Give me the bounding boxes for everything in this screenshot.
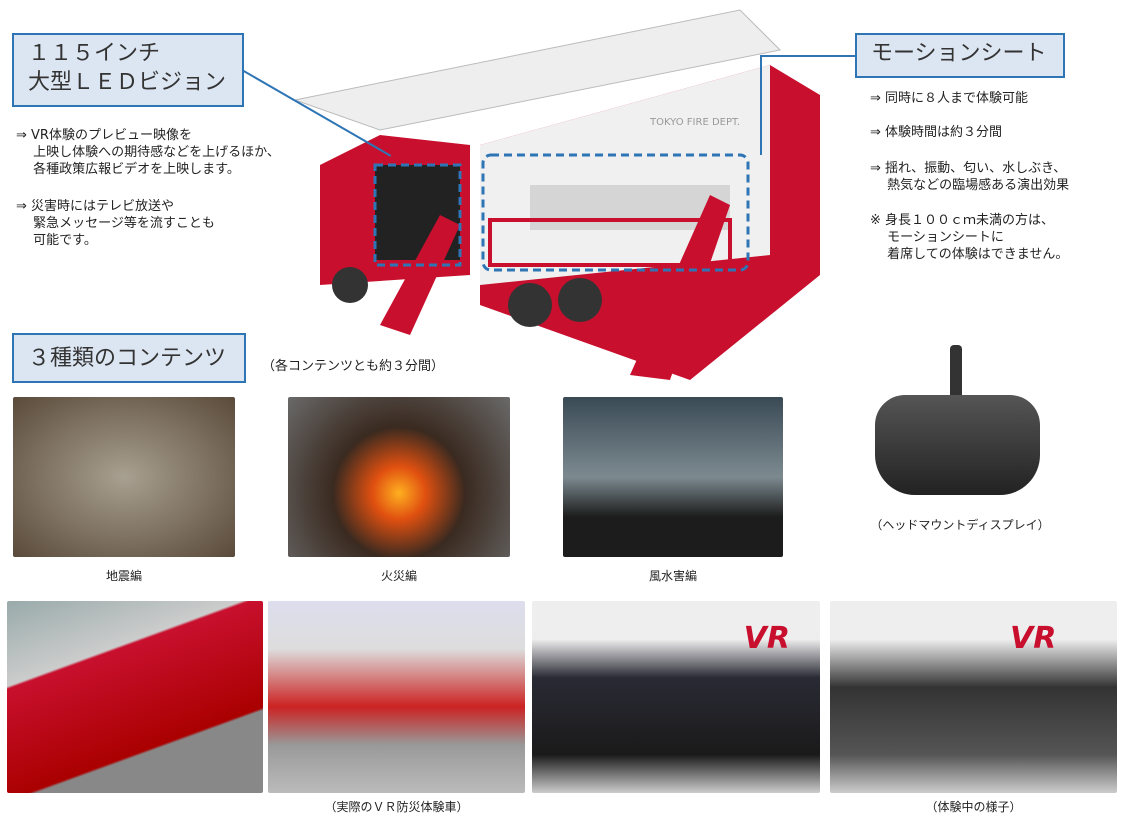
seat-note: ⇒ 揺れ、振動、匂い、水しぶき、 熱気などの臨場感ある演出効果 [870, 161, 1070, 193]
truck-photo [7, 601, 263, 793]
vr-truck-illustration: TOKYO FIRE DEPT. [290, 5, 830, 380]
motion-seat-box: モーションシート [855, 33, 1065, 78]
fire-image [288, 397, 510, 557]
experience-photo: VR [830, 601, 1117, 793]
connector-line [760, 55, 855, 57]
led-note: ⇒ 災害時にはテレビ放送や 緊急メッセージ等を流すことも 可能です。 [16, 199, 215, 248]
motion-seat-title: モーションシート [871, 41, 1047, 66]
led-title-1: １１５インチ [28, 41, 161, 66]
led-note: ⇒ VR体験のプレビュー映像を 上映し体験への期待感などを上げるほか、 各種政策… [16, 128, 280, 177]
led-title-2: 大型ＬＥＤビジョン [28, 70, 227, 95]
truck-photo-caption: （実際のＶＲ防災体験車） [324, 800, 469, 814]
seat-note: ※ 身長１００ｃｍ未満の方は、 モーションシートに 着席しての体験はできません。 [870, 213, 1069, 262]
led-vision-box: １１５インチ 大型ＬＥＤビジョン [12, 33, 244, 107]
connector-line [760, 55, 762, 155]
head-mounted-display-image [870, 345, 1045, 500]
fire-caption: 火災編 [380, 569, 417, 583]
seat-note: ⇒ 同時に８人まで体験可能 [870, 91, 1029, 106]
flood-caption: 風水害編 [648, 569, 697, 583]
motion-seats-photo: VR [532, 601, 820, 793]
truck-open-photo [268, 601, 525, 793]
contents-title: ３種類のコンテンツ [28, 346, 227, 371]
vr-logo: VR [743, 621, 790, 656]
experience-caption: （体験中の様子） [925, 800, 1022, 814]
hmd-caption: （ヘッドマウントディスプレイ） [870, 518, 1050, 532]
flood-image [563, 397, 783, 557]
earthquake-image [13, 397, 235, 557]
earthquake-caption: 地震編 [105, 569, 142, 583]
contents-box: ３種類のコンテンツ [12, 333, 246, 383]
seat-note: ⇒ 体験時間は約３分間 [870, 125, 1003, 140]
contents-note: （各コンテンツとも約３分間） [262, 359, 445, 374]
vr-logo: VR [1010, 621, 1057, 656]
truck-label: TOKYO FIRE DEPT. [649, 117, 740, 128]
